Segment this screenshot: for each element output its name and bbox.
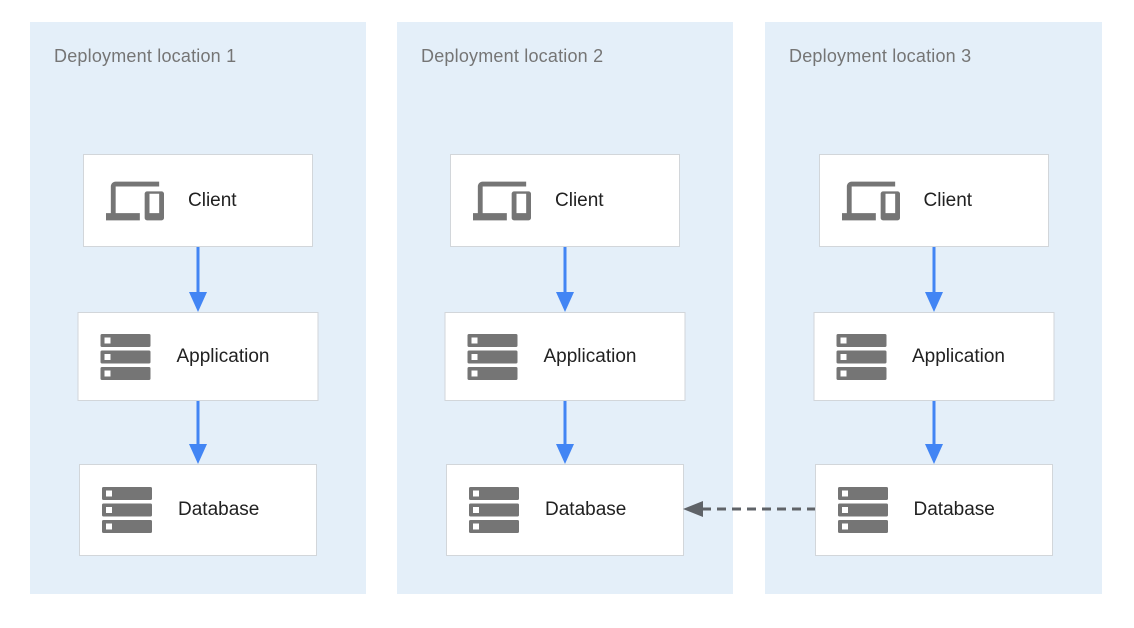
server-stack-icon bbox=[837, 487, 890, 533]
flow-arrow-down bbox=[556, 401, 574, 464]
panel-title: Deployment location 1 bbox=[54, 46, 237, 66]
deployment-panel-3: Deployment location 3 Client bbox=[765, 22, 1102, 594]
node-label: Client bbox=[923, 189, 973, 211]
replication-arrow bbox=[683, 501, 815, 517]
server-stack-icon bbox=[836, 333, 888, 380]
node-label: Application bbox=[912, 345, 1005, 367]
node-label: Application bbox=[176, 345, 270, 367]
devices-icon bbox=[473, 172, 531, 230]
devices-icon bbox=[841, 172, 900, 230]
node-label: Database bbox=[913, 499, 995, 520]
flow-arrow-down bbox=[924, 401, 943, 464]
panel-title: Deployment location 2 bbox=[421, 46, 604, 66]
node-label: Client bbox=[555, 189, 604, 211]
application-node: Application bbox=[77, 312, 319, 401]
database-node: Database bbox=[79, 464, 317, 556]
server-stack-icon bbox=[100, 333, 153, 380]
application-node: Application bbox=[444, 312, 686, 401]
flow-arrow-down bbox=[556, 247, 574, 312]
server-stack-icon bbox=[469, 487, 521, 533]
server-stack-icon bbox=[467, 333, 520, 380]
devices-icon bbox=[106, 172, 164, 230]
database-node: Database bbox=[814, 464, 1053, 556]
flow-arrow-down bbox=[189, 247, 207, 312]
node-label: Database bbox=[545, 499, 627, 520]
node-label: Client bbox=[188, 189, 237, 211]
client-node: Client bbox=[450, 154, 680, 247]
client-node: Client bbox=[83, 154, 313, 247]
panel-title: Deployment location 3 bbox=[789, 46, 972, 66]
flow-arrow-down bbox=[924, 247, 943, 312]
flow-arrow-down bbox=[189, 401, 207, 464]
application-node: Application bbox=[813, 312, 1054, 401]
server-stack-icon bbox=[102, 487, 154, 533]
client-node: Client bbox=[818, 154, 1049, 247]
database-node: Database bbox=[446, 464, 684, 556]
node-label: Application bbox=[543, 345, 637, 367]
node-label: Database bbox=[178, 499, 260, 520]
deployment-panel-2: Deployment location 2 Client bbox=[397, 22, 733, 594]
deployment-panel-1: Deployment location 1 Client bbox=[30, 22, 366, 594]
